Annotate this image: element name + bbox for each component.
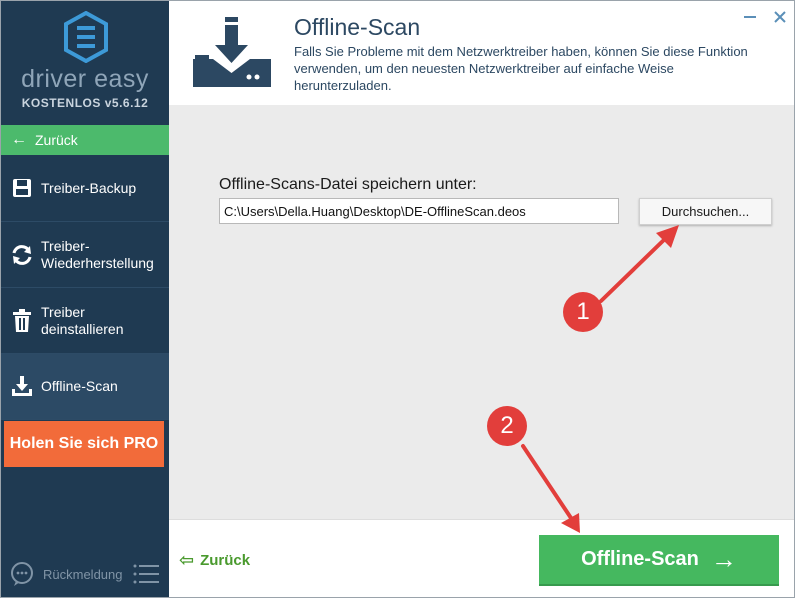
driver-easy-logo-icon	[64, 11, 108, 63]
sidebar-item-label: Offline-Scan	[41, 378, 118, 394]
chat-bubble-icon	[11, 562, 33, 586]
save-location-label: Offline-Scans-Datei speichern unter:	[219, 176, 477, 193]
close-icon[interactable]	[772, 9, 788, 25]
offline-scan-header-icon	[193, 17, 271, 87]
save-path-input[interactable]	[219, 198, 619, 224]
sidebar-back-label: Zurück	[35, 132, 78, 148]
floppy-disk-icon	[1, 177, 41, 199]
footer-back-button[interactable]: ⇦ Zurück	[179, 550, 250, 571]
browse-button[interactable]: Durchsuchen...	[639, 198, 772, 225]
annotation-badge-1: 1	[563, 292, 603, 332]
main-area: Offline-Scans-Datei speichern unter: Dur…	[169, 105, 794, 519]
get-pro-button[interactable]: Holen Sie sich PRO	[4, 421, 164, 467]
sidebar-item-label: Treiber-Backup	[41, 179, 137, 196]
offline-scan-button-label: Offline-Scan	[581, 548, 699, 570]
sidebar-item-treiber-wiederherstellung[interactable]: Treiber- Wiederherstellung	[1, 222, 169, 288]
sidebar-item-offline-scan[interactable]: Offline-Scan	[1, 354, 169, 420]
arrow-left-icon: ⇦	[179, 550, 195, 570]
logo-area: driver easy KOSTENLOS v5.6.12	[1, 1, 169, 123]
footer: ⇦ Zurück Offline-Scan →	[169, 519, 794, 597]
arrow-left-icon: ←	[11, 131, 27, 148]
restore-arrows-icon	[1, 243, 41, 267]
version-label: KOSTENLOS v5.6.12	[21, 96, 149, 110]
footer-back-label: Zurück	[200, 552, 251, 569]
logo-text: driver easy	[21, 65, 149, 93]
page-description: Falls Sie Probleme mit dem Netzwerktreib…	[294, 44, 748, 93]
sidebar: driver easy KOSTENLOS v5.6.12 ← Zurück T…	[1, 1, 169, 597]
annotation-badge-2: 2	[487, 406, 527, 446]
header: Offline-Scan Falls Sie Probleme mit dem …	[169, 1, 794, 105]
menu-icon[interactable]	[133, 563, 159, 585]
offline-scan-button[interactable]: Offline-Scan →	[539, 535, 779, 586]
download-tray-icon	[1, 375, 41, 399]
minimize-icon[interactable]	[742, 9, 758, 25]
sidebar-back-button[interactable]: ← Zurück	[1, 125, 169, 155]
sidebar-item-treiber-backup[interactable]: Treiber-Backup	[1, 155, 169, 222]
sidebar-item-label: Treiber deinstallieren	[41, 303, 124, 337]
feedback-label: Rückmeldung	[43, 566, 123, 582]
trash-icon	[1, 308, 41, 333]
arrow-right-icon: →	[710, 544, 737, 574]
content-panel: Offline-Scan Falls Sie Probleme mit dem …	[169, 1, 794, 597]
sidebar-item-treiber-deinstallieren[interactable]: Treiber deinstallieren	[1, 288, 169, 354]
page-title: Offline-Scan	[294, 14, 421, 40]
feedback-button[interactable]: Rückmeldung	[9, 559, 164, 589]
sidebar-item-label: Treiber- Wiederherstellung	[41, 237, 154, 271]
